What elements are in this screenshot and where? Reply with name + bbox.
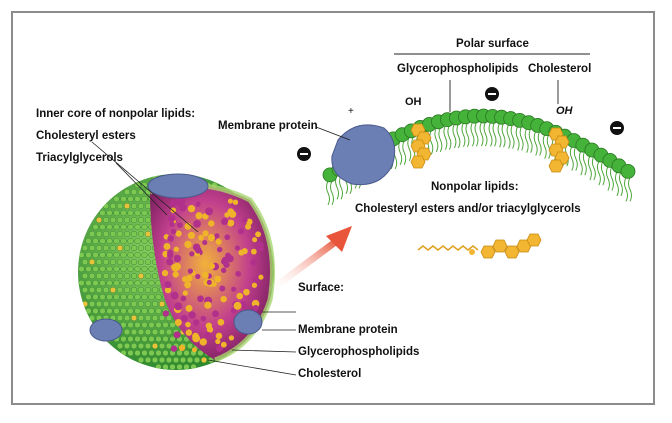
lipoprotein-sphere (78, 173, 275, 370)
surface-glycerophospholipids-label: Glycerophospholipids (298, 346, 420, 358)
membrane-detail (297, 87, 636, 206)
membrane-protein-label: Membrane protein (218, 120, 318, 132)
surface-title: Surface: (298, 282, 345, 294)
cholesterol-label: Cholesterol (528, 63, 592, 75)
cholesteryl-esters-label: Cholesteryl esters (36, 130, 136, 142)
polar-surface-bracket (315, 53, 590, 141)
oh-label-right: OH (556, 105, 573, 117)
plus-sign: + (348, 106, 354, 117)
oh-label-left: OH (405, 96, 422, 108)
surface-membrane-protein-label-2: Membrane protein (298, 324, 398, 336)
nonpolar-title: Nonpolar lipids: (431, 181, 519, 193)
glycerophospholipids-label: Glycerophospholipids (397, 63, 519, 75)
surface-cholesterol-label: Cholesterol (298, 368, 362, 380)
ester-molecule (417, 233, 542, 259)
inner-core-title: Inner core of nonpolar lipids: (36, 108, 196, 120)
nonpolar-desc: Cholesteryl esters and/or triacylglycero… (355, 203, 581, 215)
polar-surface-label: Polar surface (456, 38, 529, 50)
triacylglycerols-label: Triacylglycerols (36, 152, 123, 164)
zoom-arrow (264, 226, 352, 296)
left-leader-lines (91, 141, 297, 376)
